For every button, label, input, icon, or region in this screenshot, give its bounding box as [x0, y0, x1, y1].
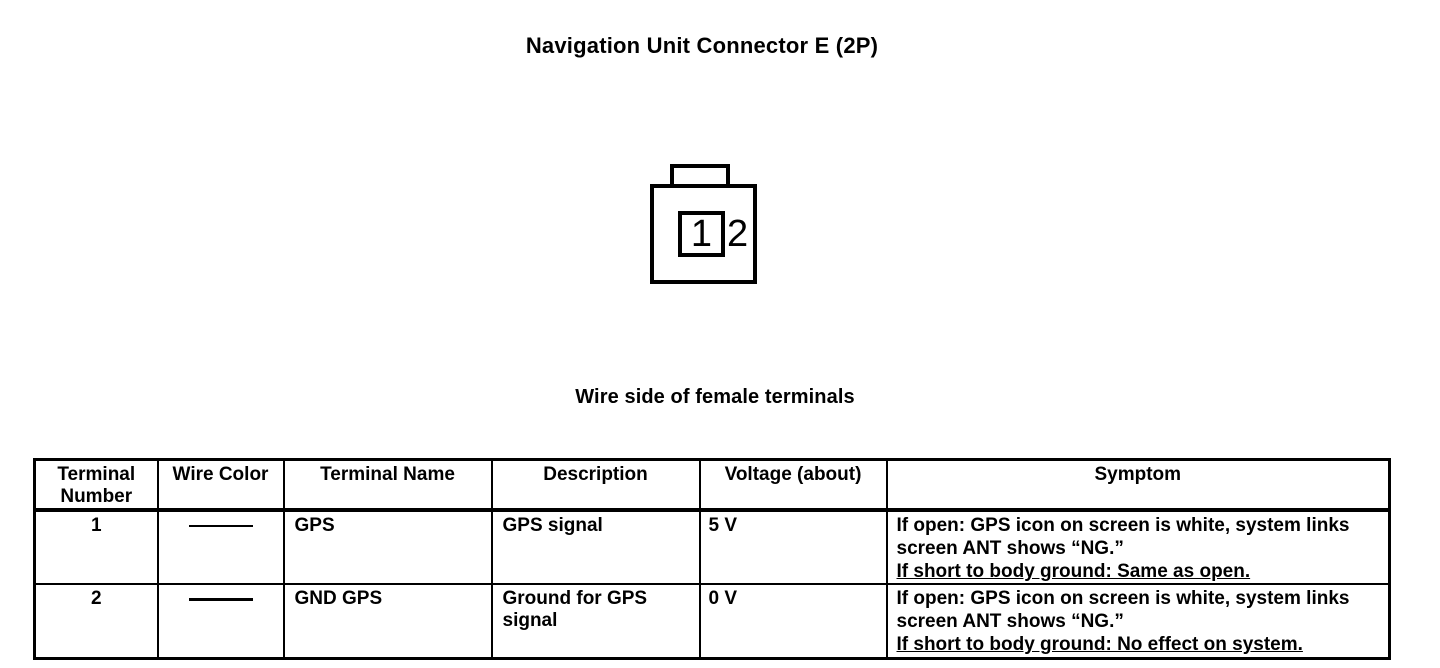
- description-cell: Ground for GPS signal: [490, 583, 701, 659]
- description-cell: GPS signal: [490, 509, 701, 585]
- table-header-row: Terminal Number Wire Color Terminal Name…: [33, 458, 1391, 512]
- terminal-table: Terminal Number Wire Color Terminal Name…: [33, 458, 1391, 660]
- pin-1-label: 1: [690, 212, 713, 255]
- header-terminal-name: Terminal Name: [282, 458, 493, 512]
- diagram-caption: Wire side of female terminals: [575, 386, 855, 408]
- voltage-cell: 0 V: [698, 583, 888, 659]
- terminal-number-cell: 2: [33, 583, 159, 659]
- symptom-text: screen ANT shows “NG.”: [896, 538, 1124, 559]
- page-title: Navigation Unit Connector E (2P): [525, 33, 879, 58]
- terminal-number-cell: 1: [33, 509, 159, 585]
- symptom-text: If open: GPS icon on screen is white, sy…: [896, 588, 1350, 609]
- wire-color-cell: [156, 583, 285, 659]
- pin-2-label: 2: [727, 213, 749, 255]
- voltage-cell: 5 V: [698, 509, 888, 585]
- symptom-text: screen ANT shows “NG.”: [896, 611, 1124, 632]
- wire-color-line-icon: [188, 525, 253, 527]
- symptom-text-underlined: If short to body ground: No effect on sy…: [896, 634, 1303, 655]
- header-voltage: Voltage (about): [698, 458, 888, 512]
- wire-color-cell: [156, 509, 285, 585]
- terminal-name-cell: GND GPS: [282, 583, 493, 659]
- symptom-text: If open: GPS icon on screen is white, sy…: [896, 515, 1350, 536]
- table-row: 1 GPS GPS signal 5 V If open: GPS icon o…: [33, 509, 1391, 585]
- terminal-name-cell: GPS: [282, 509, 493, 585]
- header-description: Description: [490, 458, 701, 512]
- header-symptom: Symptom: [885, 458, 1391, 512]
- header-wire-color: Wire Color: [156, 458, 285, 512]
- connector-pin-1-cavity: 1: [678, 211, 725, 257]
- header-terminal-number: Terminal Number: [33, 458, 159, 512]
- symptom-cell: If open: GPS icon on screen is white, sy…: [885, 509, 1391, 585]
- symptom-text-underlined: If short to body ground: Same as open.: [896, 561, 1251, 582]
- wire-color-line-icon: [188, 598, 253, 601]
- connector-top-tab: [670, 164, 730, 186]
- table-row: 2 GND GPS Ground for GPS signal 0 V If o…: [33, 583, 1391, 659]
- symptom-cell: If open: GPS icon on screen is white, sy…: [885, 583, 1391, 659]
